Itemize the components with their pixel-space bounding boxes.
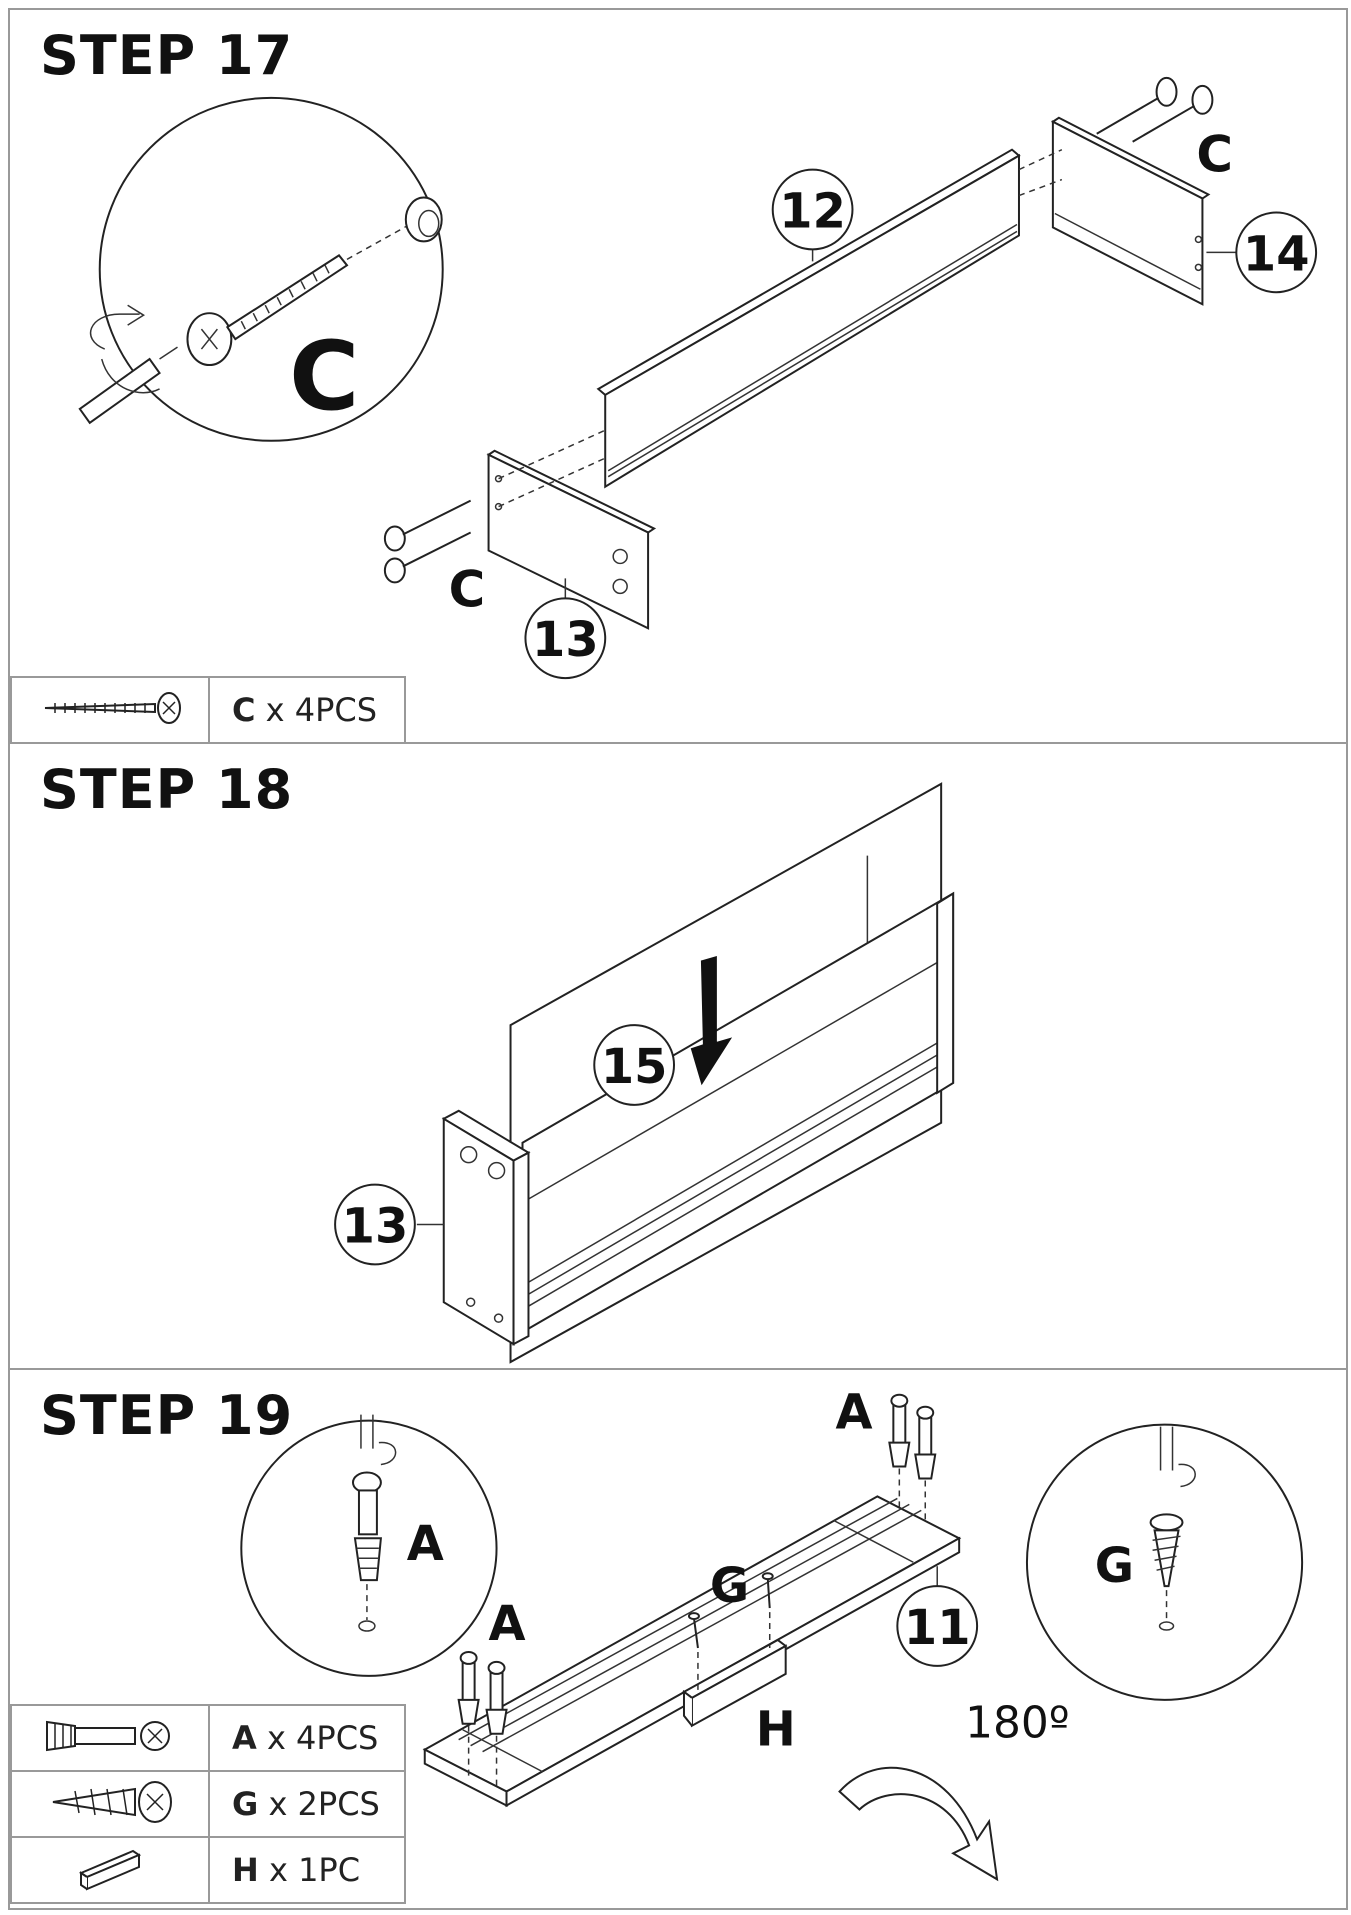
detail-callout-C: C [289,320,359,432]
part-number-badge [771,168,854,251]
step-17-illustration: C [78,76,1318,680]
part-number-badge [334,1183,416,1266]
part-number-13: 13 [342,1199,409,1254]
parts-qty: G x 2PCS [208,1770,406,1838]
instruction-page: C [8,8,1348,1910]
parts-row: A x 4PCS [10,1704,406,1772]
part-number-13: 13 [532,613,599,668]
parts-qty: C x 4PCS [208,676,406,744]
part-12-rail [596,148,1021,489]
parts-row: H x 1PC [10,1836,406,1904]
step-19-title: STEP 19 [40,1384,294,1447]
callout-H: H [756,1703,796,1758]
arrow-down-icon [690,955,733,1086]
step-17-title: STEP 17 [40,24,294,87]
frame-rail [521,891,955,1334]
part-number-11: 11 [904,1601,971,1656]
screw-detail-icon [186,196,443,367]
screws-right-icon [1096,76,1214,143]
wood-screw-icon [10,1770,210,1838]
parts-list-19: A x 4PCS G x 2PCS [10,1704,406,1904]
bracket-icon [10,1836,210,1904]
screws-left-icon [383,499,472,584]
part-number-14: 14 [1243,227,1310,282]
rotation-label: 180º [965,1698,1069,1749]
cam-bolts-top-icon [888,1393,937,1521]
parts-list-17: C x 4PCS [10,676,406,744]
parts-qty: H x 1PC [208,1836,406,1904]
callout-C-left: C [449,560,486,618]
part-number-badge [896,1585,979,1667]
part-number-15: 15 [601,1040,668,1095]
detail-circle [98,96,444,442]
parts-row: G x 2PCS [10,1770,406,1838]
part-13-panel [441,1109,531,1346]
part-number-badge [524,597,607,680]
step-19-panel: A G [10,1370,1346,1908]
step-19-illustration: A G [240,1386,1304,1882]
screw-icon [10,676,210,744]
part-number-12: 12 [779,184,846,239]
part-number-badge [1235,211,1318,294]
step-18-title: STEP 18 [40,758,294,821]
screwdriver-icon [78,304,178,425]
parts-qty: A x 4PCS [208,1704,406,1772]
wood-screw-detail-icon [1149,1426,1196,1631]
rotate-arrow-icon [838,1766,999,1882]
cam-bolts-left-icon [457,1650,508,1790]
callout-A-top: A [836,1386,873,1441]
part-13-panel [486,449,657,630]
step-17-panel: C [10,10,1346,744]
callout-C-right: C [1196,126,1233,184]
step-18-panel: 15 13 STEP 18 [10,744,1346,1370]
parts-row: C x 4PCS [10,676,406,744]
part-14-panel [1050,116,1211,306]
callout-A-left: A [489,1597,526,1652]
part-number-badge [593,1024,676,1106]
cam-bolt-icon [10,1704,210,1772]
detail-callout-G: G [1095,1539,1134,1594]
bracket-H-icon [682,1638,788,1728]
callout-G: G [710,1559,749,1614]
cam-bolt-detail-icon [351,1414,397,1632]
detail-callout-A: A [407,1517,444,1572]
step-18-illustration: 15 13 [334,782,955,1364]
